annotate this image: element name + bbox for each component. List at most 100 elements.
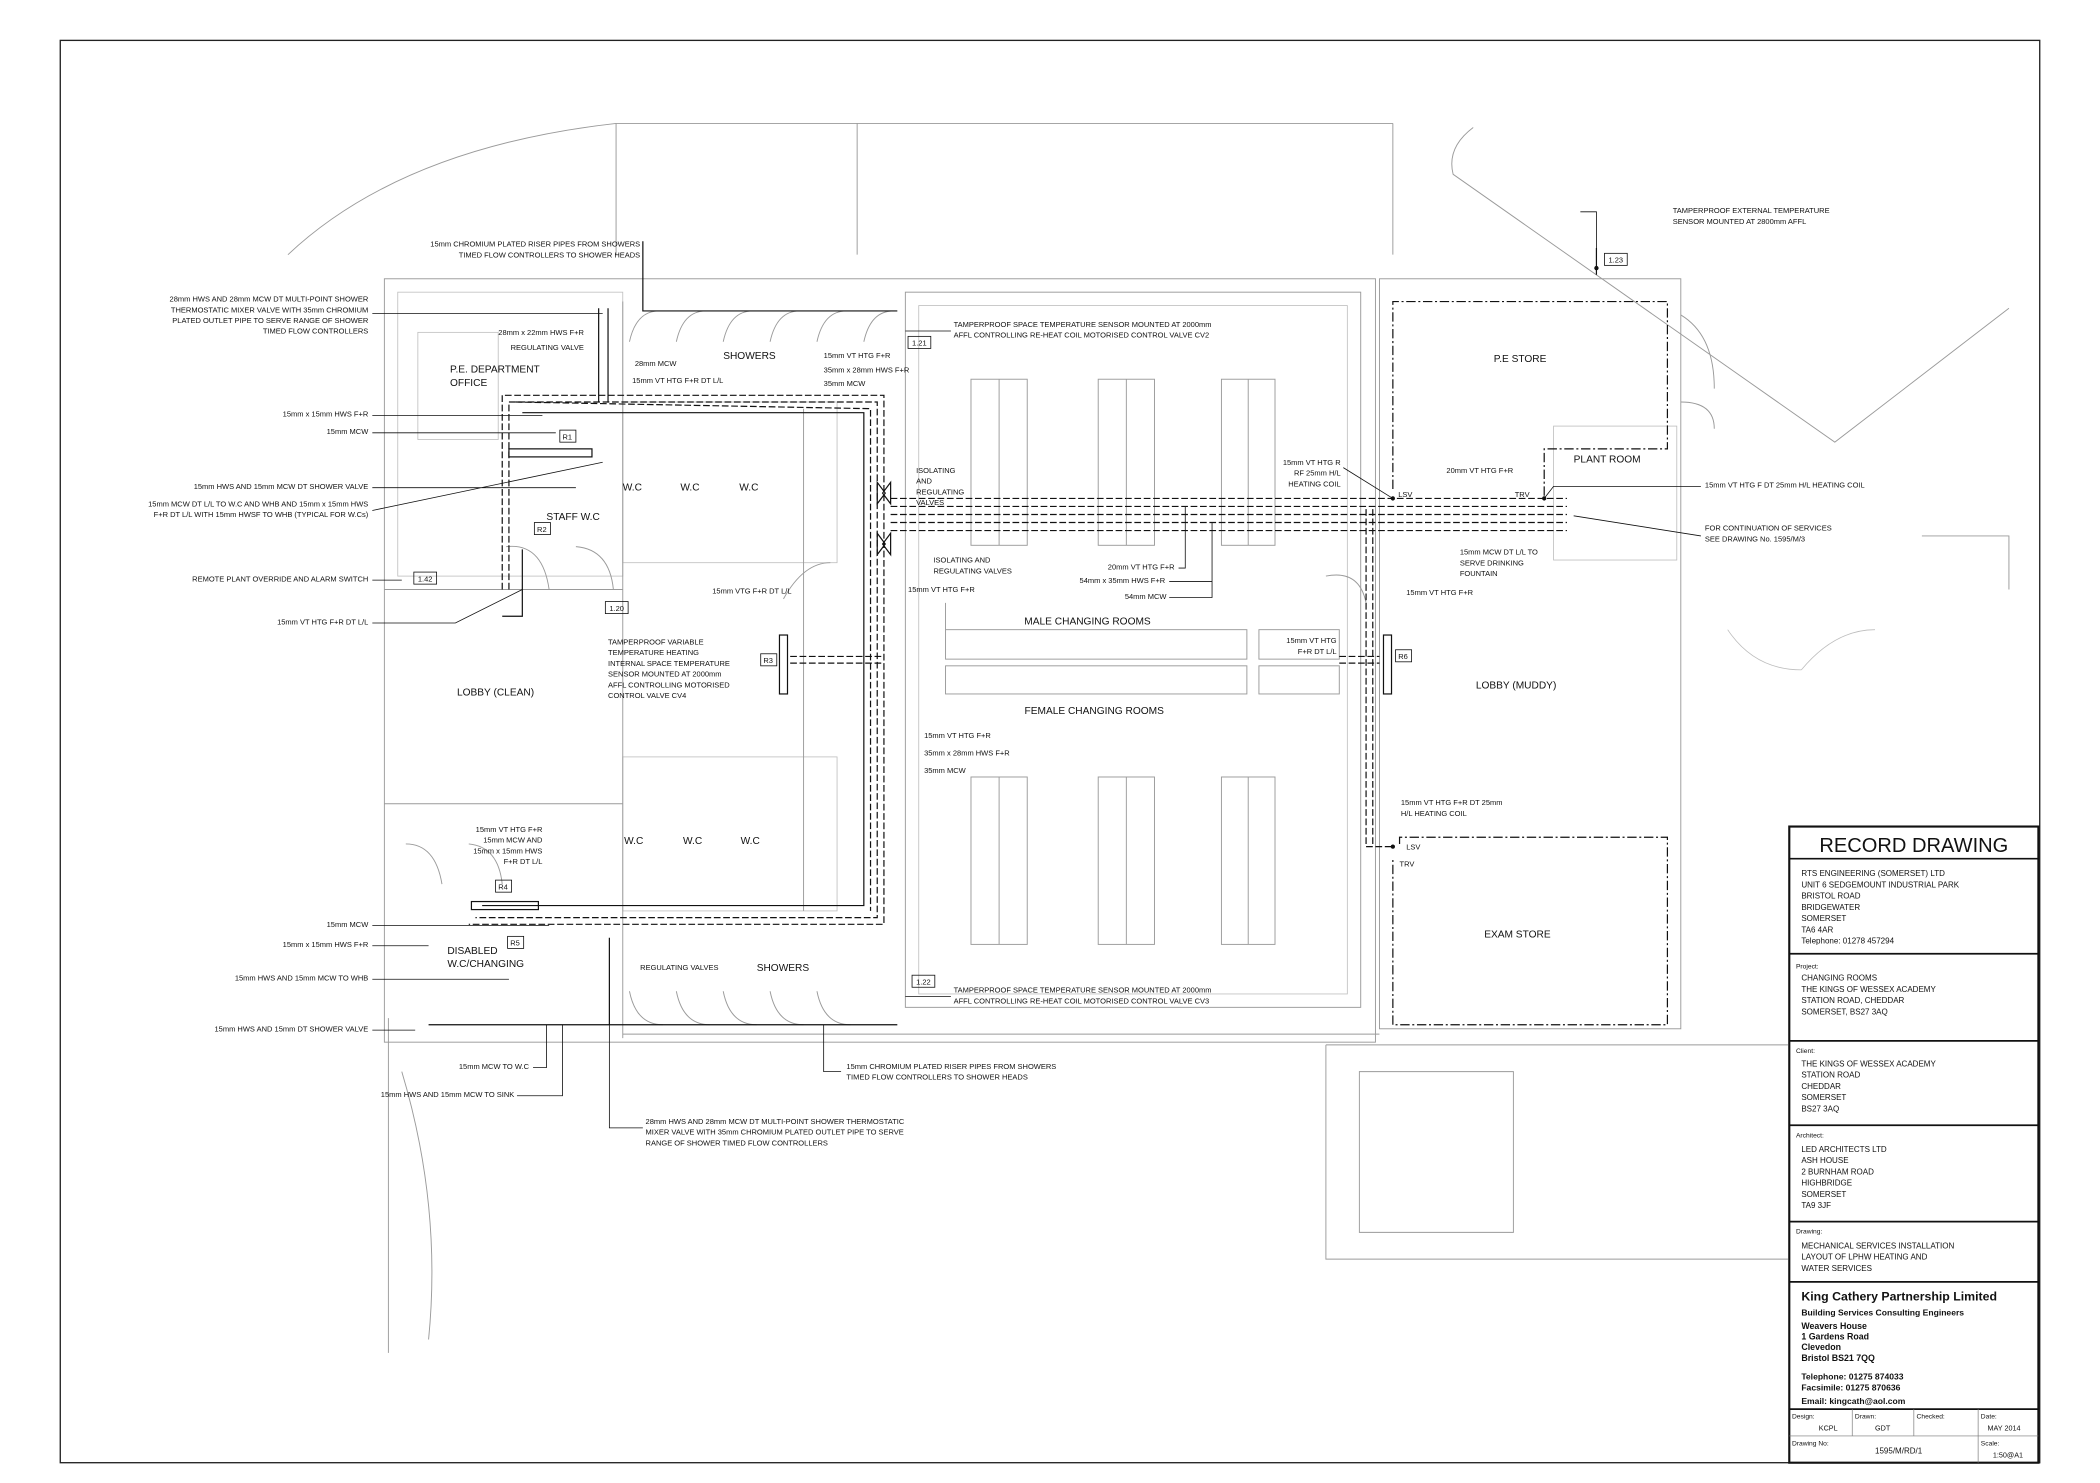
room-label-wc-4: W.C [624, 836, 643, 847]
consultant-facsimile: Facsimile: 01275 870636 [1801, 1382, 1900, 1392]
label-mcw-54: 54mm MCW [1125, 592, 1168, 601]
room-label-exam-store: EXAM STORE [1484, 930, 1551, 941]
scale-value: 1:50@A1 [1993, 1450, 2023, 1459]
consultant-subtitle: Building Services Consulting Engineers [1801, 1307, 1964, 1317]
title-block-architect: TA9 3JF [1801, 1201, 1831, 1210]
label-iso-reg-2: REGULATING VALVES [933, 566, 1011, 575]
date-value: MAY 2014 [1988, 1424, 2021, 1433]
title-block-consultant-address: Bristol BS21 7QQ [1801, 1353, 1875, 1363]
room-label-lobby-muddy: LOBBY (MUDDY) [1476, 681, 1557, 692]
label-hws-35x28-top: 35mm x 28mm HWS F+R [824, 366, 910, 375]
label-drinking: 15mm MCW DT L/L TO [1460, 548, 1538, 557]
label-sensor-cv4: TEMPERATURE HEATING [608, 648, 699, 657]
label-wc-typical: F+R DT L/L WITH 15mm HWSF TO WHB (TYPICA… [154, 510, 369, 519]
room-label-showers-top: SHOWERS [723, 351, 776, 362]
label-sensor-cv4: AFFL CONTROLLING MOTORISED [608, 680, 730, 689]
label-mcw-35-low: 35mm MCW [924, 766, 967, 775]
tag-r1: R1 [563, 432, 573, 441]
label-shower-valve-top: 15mm HWS AND 15mm MCW DT SHOWER VALVE [194, 482, 369, 491]
label-drinking: SERVE DRINKING [1460, 558, 1524, 567]
title-block-drawing: WATER SERVICES [1801, 1264, 1872, 1273]
label-shower-valve-low: 15mm HWS AND 15mm DT SHOWER VALVE [215, 1024, 369, 1033]
label-sensor-cv3: TAMPERPROOF SPACE TEMPERATURE SENSOR MOU… [954, 986, 1212, 995]
tag-1-23: 1.23 [1608, 256, 1623, 265]
date-label: Date: [1981, 1414, 1997, 1421]
label-mixer-low: MIXER VALVE WITH 35mm CHROMIUM PLATED OU… [646, 1128, 904, 1137]
label-htg-20: 20mm VT HTG F+R [1108, 562, 1175, 571]
label-whb: 15mm HWS AND 15mm MCW TO WHB [235, 974, 368, 983]
title-block-project: THE KINGS OF WESSEX ACADEMY [1801, 985, 1936, 994]
label-mcw-15-low: 15mm MCW [327, 920, 370, 929]
label-htg-15-top: 15mm VT HTG F+R [824, 351, 891, 360]
title-block-contractor: TA6 4AR [1801, 925, 1833, 934]
title-block-contractor: RTS ENGINEERING (SOMERSET) LTD [1801, 869, 1945, 878]
title-block-architect: HIGHBRIDGE [1801, 1179, 1852, 1188]
room-label-wc-5: W.C [683, 836, 702, 847]
annotation-labels: 15mm CHROMIUM PLATED RISER PIPES FROM SH… [148, 206, 1865, 1147]
label-sensor-cv2: AFFL CONTROLLING RE-HEAT COIL MOTORISED … [954, 331, 1210, 340]
label-wc-typical: 15mm MCW DT L/L TO W.C AND WHB AND 15mm … [148, 499, 368, 508]
room-label-pe-office: OFFICE [450, 378, 487, 389]
room-label-pe-office: P.E. DEPARTMENT [450, 365, 540, 376]
label-mcw-wc: 15mm MCW TO W.C [459, 1062, 530, 1071]
title-block-drawing: LAYOUT OF LPHW HEATING AND [1801, 1253, 1927, 1262]
consultant-telephone: Telephone: 01275 874033 [1801, 1372, 1903, 1382]
label-mixer-low: 28mm HWS AND 28mm MCW DT MULTI-POINT SHO… [646, 1117, 905, 1126]
label-htg-15-mid: 15mm VT HTG F+R [908, 585, 975, 594]
label-mcw-15: 15mm MCW [327, 427, 370, 436]
sheet-border [59, 39, 2041, 1464]
title-block-contractor: SOMERSET [1801, 914, 1846, 923]
consultant-name: King Cathery Partnership Limited [1801, 1290, 1997, 1304]
reference-tags: 1.21 1.20 1.42 1.23 1.22 R1 R2 R3 R4 R5 … [413, 252, 1628, 988]
label-disabled-feed: F+R DT L/L [504, 857, 543, 866]
label-iso-reg-1: VALVES [916, 498, 944, 507]
label-trv-1: TRV [1515, 490, 1530, 499]
title-block-project: STATION ROAD, CHEDDAR [1801, 996, 1904, 1005]
label-mixer-top: THERMOSTATIC MIXER VALVE WITH 35mm CHROM… [171, 305, 368, 314]
room-label-wc-6: W.C [741, 836, 760, 847]
drawn-label: Drawn: [1855, 1414, 1876, 1421]
label-vtg-dtll: 15mm VTG F+R DT L/L [712, 587, 791, 596]
design-value: KCPL [1819, 1424, 1838, 1433]
label-disabled-feed: 15mm MCW AND [483, 836, 543, 845]
label-sensor-cv3: AFFL CONTROLLING RE-HEAT COIL MOTORISED … [954, 996, 1210, 1005]
room-label-pe-store: P.E STORE [1494, 354, 1547, 365]
label-reg-valves-low: REGULATING VALVES [640, 963, 718, 972]
label-hws-15x15-low: 15mm x 15mm HWS F+R [283, 940, 369, 949]
title-block-client-label: Client: [1796, 1048, 1815, 1055]
checked-label: Checked: [1917, 1414, 1945, 1421]
label-sensor-cv2: TAMPERPROOF SPACE TEMPERATURE SENSOR MOU… [954, 320, 1212, 329]
label-lsv-2: LSV [1406, 842, 1420, 851]
label-sensor-cv4: INTERNAL SPACE TEMPERATURE [608, 659, 730, 668]
title-block-architect: 2 BURNHAM ROAD [1801, 1167, 1874, 1176]
tag-1-22: 1.22 [916, 978, 931, 987]
drawn-value: GDT [1875, 1424, 1891, 1433]
label-mixer-top: 28mm HWS AND 28mm MCW DT MULTI-POINT SHO… [170, 295, 369, 304]
title-block-contractor: BRIDGEWATER [1801, 903, 1860, 912]
tag-r5: R5 [510, 939, 520, 948]
label-sink: 15mm HWS AND 15mm MCW TO SINK [381, 1090, 514, 1099]
label-riser-low: 15mm CHROMIUM PLATED RISER PIPES FROM SH… [846, 1062, 1056, 1071]
room-label-showers-low: SHOWERS [757, 963, 810, 974]
design-label: Design: [1792, 1414, 1815, 1421]
label-reg-valve: REGULATING VALVE [511, 343, 584, 352]
tag-1-42: 1.42 [418, 574, 433, 583]
title-block-client: SOMERSET [1801, 1093, 1846, 1102]
label-coil-return: 15mm VT HTG R [1283, 458, 1341, 467]
room-label-wc-1: W.C [623, 482, 642, 493]
label-mixer-top: TIMED FLOW CONTROLLERS [263, 327, 368, 336]
label-lsv-1: LSV [1398, 490, 1412, 499]
label-htg-15-low: 15mm VT HTG F+R [924, 731, 991, 740]
label-trv-2: TRV [1400, 860, 1415, 869]
tag-r2: R2 [537, 525, 547, 534]
site-outline [287, 122, 2010, 1353]
drawing-no-label: Drawing No: [1792, 1440, 1829, 1447]
room-label-disabled: W.C/CHANGING [447, 959, 524, 970]
title-block-consultant-address: 1 Gardens Road [1801, 1331, 1869, 1341]
scale-label: Scale: [1981, 1440, 2000, 1447]
label-htg-20-right: 20mm VT HTG F+R [1446, 466, 1513, 475]
drawing-no-value: 1595/M/RD/1 [1875, 1446, 1923, 1455]
tag-r3: R3 [763, 656, 773, 665]
label-remote-switch: REMOTE PLANT OVERRIDE AND ALARM SWITCH [192, 574, 368, 583]
